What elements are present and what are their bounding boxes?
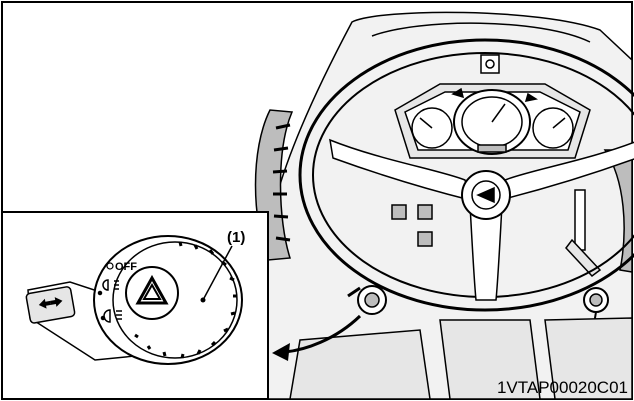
cowl-indicator-icon xyxy=(480,54,500,74)
instrument-cluster xyxy=(394,83,591,159)
callout-label: (1) xyxy=(227,229,245,246)
off-label: OFF xyxy=(115,261,137,273)
panel-switch-3-icon xyxy=(417,231,433,247)
panel-switch-2-icon xyxy=(417,204,433,220)
left-switch-location xyxy=(347,285,387,315)
dashboard-drawing xyxy=(254,11,634,400)
callout-leader-line xyxy=(202,245,233,301)
floor-steps xyxy=(289,317,633,400)
panel-switch-1-icon xyxy=(391,204,407,220)
ignition-location xyxy=(583,287,609,325)
hazard-triangle-icon xyxy=(135,274,169,305)
off-position-icon xyxy=(106,262,114,270)
hazard-button xyxy=(125,266,179,320)
light-switch-detail xyxy=(25,235,243,365)
location-arrow xyxy=(272,314,362,361)
figure-code: 1VTAP00020C01 xyxy=(497,378,628,397)
steering-wheel xyxy=(298,38,634,312)
turn-arrows-icon xyxy=(38,297,63,309)
position-lamp-icon xyxy=(97,279,119,296)
rotary-switch-notches xyxy=(134,241,237,359)
headlight-icon xyxy=(100,309,122,323)
switch-panel xyxy=(391,204,433,247)
right-lever xyxy=(565,189,602,278)
